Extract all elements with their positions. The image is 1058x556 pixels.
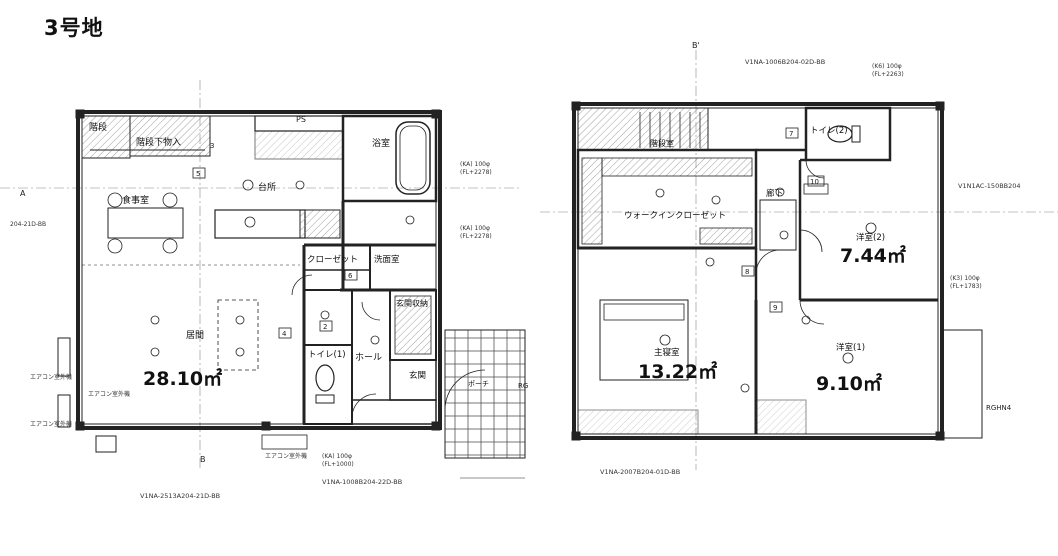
floor1-labels: 階段 階段下物入 台所 食事室 浴室 居間 クローゼット 洗面室 玄関収納 トイ… [10, 115, 528, 500]
room-entrance: 玄関 [409, 370, 426, 381]
label-ka3: (KA) 100φ [322, 453, 352, 460]
room-western1: 洋室(1) [836, 342, 865, 353]
label-spec3: 204-21D-BB [10, 221, 46, 228]
label-section-b2: B' [692, 41, 700, 50]
room-master: 主寝室 [654, 347, 680, 358]
label-ka2: (KA) 100φ [460, 225, 490, 232]
label-fl2: (FL+2278) [460, 233, 492, 240]
area-master: 13.22㎡ [638, 360, 717, 383]
area-living: 28.10㎡ [143, 367, 222, 390]
room-washroom: 洗面室 [374, 254, 400, 265]
label-num4: 4 [282, 330, 287, 338]
label-fl3: (FL+1000) [322, 461, 354, 468]
floor2-plan [540, 50, 1058, 470]
room-hall: ホール [355, 352, 382, 363]
label-fl5: (FL+1783) [950, 283, 982, 290]
label-rg: RG [518, 382, 528, 390]
floor1-plan [0, 80, 526, 479]
label-num10: 10 [810, 178, 819, 186]
room-under-stairs: 階段下物入 [136, 136, 181, 148]
label-fl4: (FL+2263) [872, 71, 904, 78]
plot-title: 3号地 [44, 16, 104, 40]
label-aircon4: エアコン室外機 [265, 452, 307, 460]
room-corridor: 廊下 [766, 188, 784, 199]
room-western2: 洋室(2) [856, 232, 885, 243]
label-section-a: A [20, 189, 26, 198]
label-num3: 3 [210, 142, 214, 150]
label-spec2: V1NA-1008B204-22D-BB [322, 478, 402, 486]
room-bath: 浴室 [372, 137, 390, 149]
label-aircon1: エアコン室外機 [30, 373, 72, 381]
label-aircon2: エアコン室外機 [30, 420, 72, 428]
label-fl1: (FL+2278) [460, 169, 492, 176]
label-num9: 9 [773, 304, 777, 312]
label-spec5: V1N1AC-150BB204 [958, 182, 1021, 190]
room-dining: 食事室 [122, 194, 149, 206]
label-num5: 5 [196, 170, 200, 178]
room-closet: クローゼット [307, 254, 358, 265]
label-spec1: V1NA-2513A204-21D-BB [140, 492, 220, 500]
label-num8: 8 [745, 268, 749, 276]
room-walkin: ウォークインクローゼット [624, 210, 726, 221]
area-western2: 7.44㎡ [840, 244, 906, 267]
label-rghn: RGHN4 [986, 404, 1012, 412]
room-stairs: 階段 [89, 121, 107, 133]
floor2-labels: 階段室 ウォークインクローゼット トイレ(2) 廊下 洋室(2) 主寝室 洋室(… [600, 41, 1021, 476]
label-num2: 2 [323, 323, 327, 331]
room-entry-storage: 玄関収納 [396, 298, 428, 308]
label-section-b: B [200, 455, 206, 464]
room-porch: ポーチ [468, 380, 489, 388]
label-k3: (K3) 100φ [950, 275, 980, 282]
label-ka1: (KA) 100φ [460, 161, 490, 168]
label-num6: 6 [348, 272, 353, 280]
label-k6: (K6) 100φ [872, 63, 902, 70]
room-stair-room: 階段室 [650, 138, 674, 148]
label-num7: 7 [789, 130, 793, 138]
room-living: 居間 [186, 330, 204, 341]
label-ps: PS [296, 115, 306, 124]
area-western1: 9.10㎡ [816, 372, 882, 395]
label-aircon3: エアコン室外機 [88, 390, 130, 398]
room-toilet1: トイレ(1) [308, 350, 346, 360]
label-spec6: V1NA-2007B204-01D-BB [600, 468, 680, 476]
label-spec4: V1NA-1006B204-02D-BB [745, 58, 825, 66]
room-kitchen: 台所 [258, 181, 276, 193]
room-toilet2: トイレ(2) [810, 126, 848, 136]
